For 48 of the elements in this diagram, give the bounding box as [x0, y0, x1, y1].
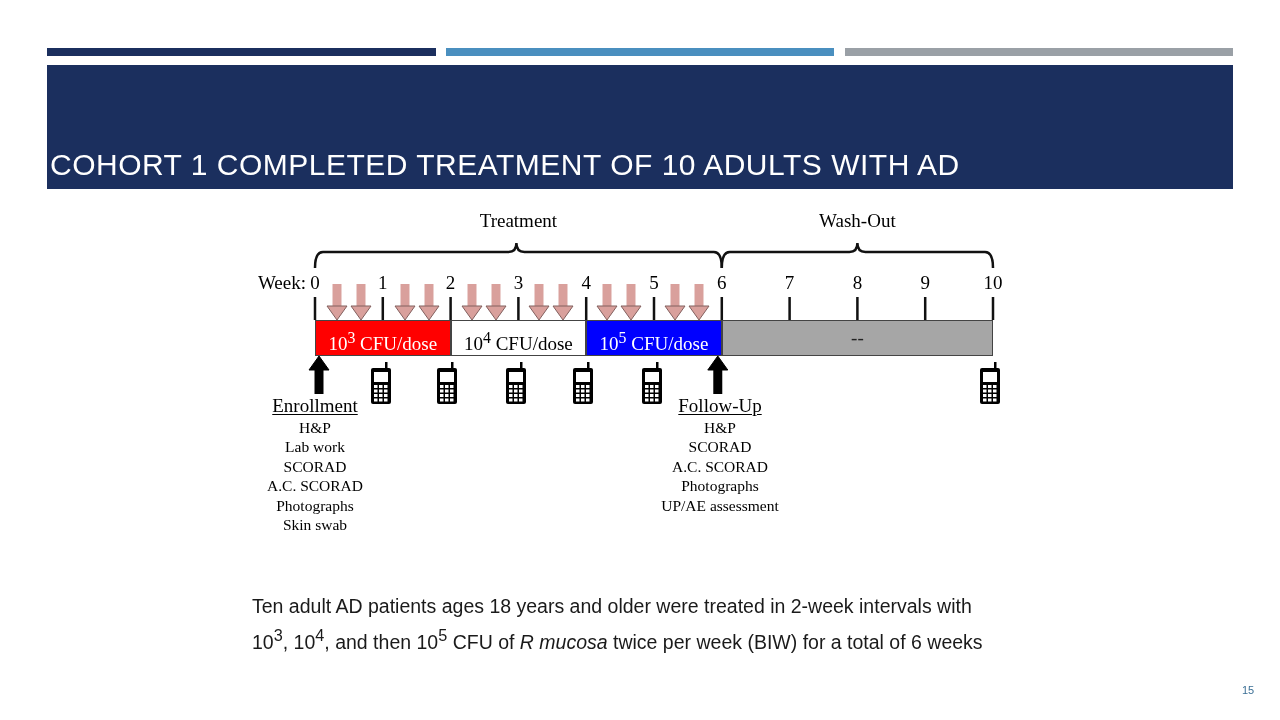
dose-segment: 10$^{4}$ CFU/dose — [450, 320, 587, 356]
tick-label: 10 — [983, 272, 1003, 294]
caption-text: Ten adult AD patients ages 18 years and older were treated in 2-week intervals with 10$^{3}$, 10$^{4}$, and then 10$^{5}$ CFU of R mucosa twice per week (BIW) for a total of 6 weeks — [252, 594, 984, 655]
dose-segment: 10$^{5}$ CFU/dose — [586, 320, 722, 356]
block-arrow — [688, 284, 710, 321]
list-item: SCORAD — [688, 437, 752, 457]
list-item: H&P — [704, 418, 736, 438]
block-arrow — [596, 284, 618, 321]
tick-label: 9 — [920, 272, 930, 294]
list-item: Lab work — [285, 437, 345, 457]
block-arrow — [350, 284, 372, 321]
tick-label: 6 — [717, 272, 727, 294]
block-arrow — [664, 284, 686, 321]
tick-label: 4 — [581, 272, 591, 294]
tick-label: 5 — [649, 272, 659, 294]
block-arrow — [326, 284, 348, 321]
section-heading: Enrollment — [272, 394, 358, 418]
tick-label: 3 — [513, 272, 524, 294]
slide-title: COHORT 1 COMPLETED TREATMENT OF 10 ADULTS WITH AD — [50, 148, 960, 181]
block-arrow — [461, 284, 483, 321]
tick-label: 8 — [852, 272, 863, 294]
block-arrow — [394, 284, 416, 321]
block-arrow — [528, 284, 550, 321]
block-arrow — [707, 355, 729, 394]
list-item: UP/AE assessment — [661, 495, 779, 516]
list-item: A.C. SCORAD — [266, 476, 363, 496]
block-arrow — [620, 284, 642, 321]
list-item: Photographs — [276, 495, 354, 516]
tick-label: 7 — [784, 272, 795, 294]
list-item: Photographs — [681, 476, 759, 496]
axis-label: Week: — [257, 272, 306, 294]
tick-label: 1 — [378, 272, 388, 294]
brace-label: Treatment — [479, 210, 558, 232]
list-item: SCORAD — [283, 456, 347, 477]
list-item: Skin swab — [282, 515, 348, 535]
tick-label: 2 — [445, 272, 456, 294]
dose-segment: 10$^{3}$ CFU/dose — [315, 320, 451, 356]
block-arrow — [485, 284, 507, 321]
block-arrow — [418, 284, 440, 321]
washout-segment: -- — [721, 320, 993, 356]
tick-label: 0 — [310, 272, 320, 294]
brace-label: Wash-Out — [819, 210, 896, 232]
section-heading: Follow-Up — [678, 394, 762, 418]
block-arrow — [308, 355, 330, 394]
list-item: H&P — [299, 418, 331, 438]
block-arrow — [552, 284, 574, 321]
page-number: 15 — [1241, 683, 1255, 697]
list-item: A.C. SCORAD — [671, 456, 768, 477]
